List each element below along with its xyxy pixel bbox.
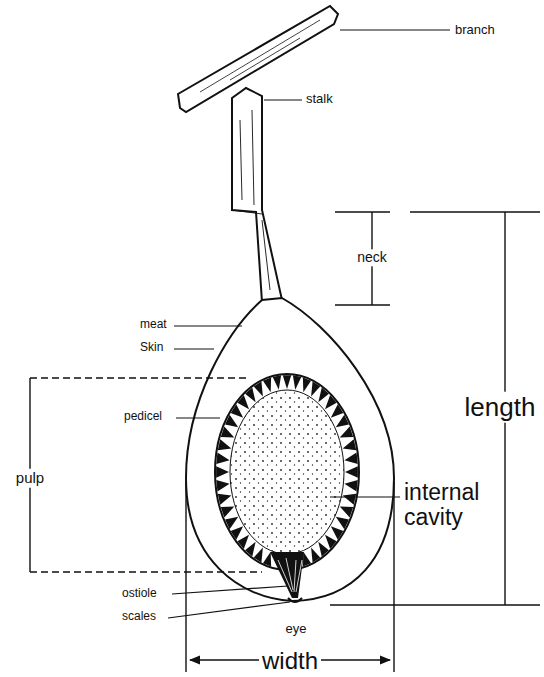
internal-cavity xyxy=(230,390,344,554)
part-label: meat xyxy=(140,318,167,331)
flower-tooth xyxy=(344,452,357,464)
stalk-shape xyxy=(232,88,282,302)
flower-tooth xyxy=(225,517,238,529)
part-label: pedicel xyxy=(124,410,162,423)
flower-tooth xyxy=(311,382,320,397)
ostiole-shape xyxy=(270,552,304,598)
flower-tooth xyxy=(221,426,234,437)
flower-tooth xyxy=(273,375,281,390)
part-label: ostiole xyxy=(122,587,157,600)
flower-tooth xyxy=(336,415,349,427)
flower-tooth xyxy=(343,494,357,505)
flower-tooth xyxy=(283,375,292,389)
dimension-label: neck xyxy=(354,249,390,266)
part-label: scales xyxy=(122,610,156,623)
flower-tooth xyxy=(340,506,353,517)
flower-tooth xyxy=(263,552,271,567)
eye-shape xyxy=(288,598,302,602)
flower-tooth xyxy=(237,395,249,409)
flower-tooth xyxy=(331,404,344,417)
dimension-label: pulp xyxy=(13,469,47,488)
flower-tooth xyxy=(245,542,256,557)
flower-tooth xyxy=(318,387,329,402)
flower-tooth xyxy=(263,377,271,392)
flower-tooth xyxy=(331,526,344,539)
flower-tooth xyxy=(245,387,256,402)
flower-tooth xyxy=(221,506,234,517)
flower-tooth xyxy=(216,466,229,478)
flower-tooth xyxy=(345,466,358,478)
flower-teeth xyxy=(216,375,358,566)
width-dimension xyxy=(186,482,394,672)
neck-bracket xyxy=(335,212,390,305)
flower-tooth xyxy=(325,395,337,409)
flower-tooth xyxy=(325,535,337,549)
dimension-label: length xyxy=(462,392,539,423)
fruit-skin xyxy=(186,298,394,601)
flower-tooth xyxy=(254,547,263,562)
flower-tooth xyxy=(254,382,263,397)
flower-tooth xyxy=(225,415,238,427)
flower-tooth xyxy=(231,526,244,539)
part-label: eye xyxy=(283,621,310,637)
flower-tooth xyxy=(303,552,311,567)
part-label: stalk xyxy=(306,92,333,106)
flower-tooth xyxy=(231,404,244,417)
flower-tooth xyxy=(336,517,349,529)
flower-tooth xyxy=(293,375,301,390)
dimension-label: width xyxy=(259,647,321,675)
flower-tooth xyxy=(218,494,232,505)
part-label: Skin xyxy=(140,341,163,354)
flower-tooth xyxy=(340,426,353,437)
flower-tooth xyxy=(343,439,357,450)
flower-tooth xyxy=(303,377,311,392)
flower-tooth xyxy=(218,439,232,450)
flower-tooth xyxy=(344,480,357,492)
part-label: internal cavity xyxy=(404,480,536,531)
flower-tooth xyxy=(216,480,229,492)
flower-tooth xyxy=(318,542,329,557)
length-bracket xyxy=(330,212,540,605)
pulp-bracket xyxy=(30,378,262,572)
flower-tooth xyxy=(311,547,320,562)
part-label: branch xyxy=(455,23,495,37)
cavity-wall xyxy=(215,374,359,570)
flower-tooth xyxy=(237,535,249,549)
flower-tooth xyxy=(216,452,229,464)
